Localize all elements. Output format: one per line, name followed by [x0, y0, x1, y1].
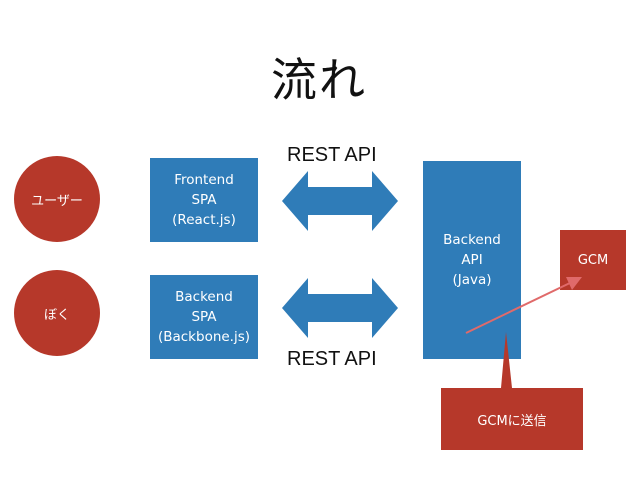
send-callout-label: GCMに送信 [477, 413, 547, 429]
frontend-line-2: SPA [191, 192, 217, 208]
frontend-line-3: (React.js) [172, 212, 236, 228]
backend-api-line-2: API [461, 252, 483, 268]
gcm-send-arrowhead [566, 277, 582, 290]
backend-spa-line-2: SPA [191, 309, 217, 325]
user-label: ユーザー [31, 193, 83, 209]
backend-api-box: Backend API (Java) [423, 161, 521, 359]
backend-spa-box: Backend SPA (Backbone.js) [150, 275, 258, 359]
gcm-label: GCM [577, 252, 609, 268]
rest-api-bottom-label: REST API [287, 348, 377, 370]
rest-api-top-label: REST API [287, 144, 377, 166]
frontend-spa-box: Frontend SPA (React.js) [150, 158, 258, 242]
rest-arrow-bottom [282, 278, 398, 338]
backend-api-line-3: (Java) [452, 272, 492, 288]
backend-spa-line-1: Backend [175, 289, 233, 305]
frontend-line-1: Frontend [174, 172, 234, 188]
boku-circle: ぼく [14, 270, 100, 356]
user-circle: ユーザー [14, 156, 100, 242]
backend-spa-line-3: (Backbone.js) [157, 329, 251, 345]
page-title: 流れ [271, 53, 367, 107]
boku-label: ぼく [43, 307, 70, 323]
gcm-send-line [465, 281, 573, 334]
backend-api-line-1: Backend [443, 232, 501, 248]
send-callout-shape [441, 332, 583, 450]
rest-arrow-top [282, 171, 398, 231]
